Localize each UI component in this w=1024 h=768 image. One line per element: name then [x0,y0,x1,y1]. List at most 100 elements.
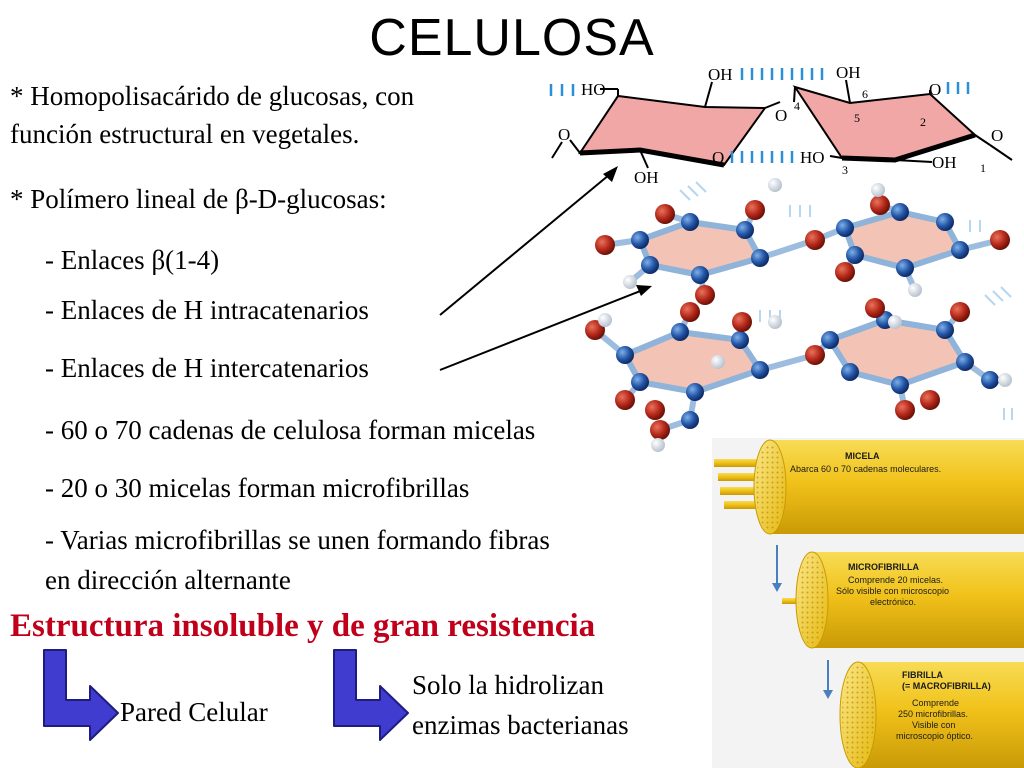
carbon-atom [891,203,909,221]
fibrilla-subtitle: (= MACROFIBRILLA) [902,681,991,691]
carbon-atom [951,241,969,259]
carbon-atom [846,246,864,264]
carbon-atom [641,256,659,274]
hydrogen-atom [768,315,782,329]
carbon-atom [751,361,769,379]
carbon-number-1: 1 [980,161,986,175]
hydrogen-atom [998,373,1012,387]
carbon-atom [821,331,839,349]
sub-item-micelas: - 60 o 70 cadenas de celulosa forman mic… [45,415,536,445]
carbon-atom [736,221,754,239]
oxygen-atom [645,400,665,420]
bent-arrow-right [333,649,409,741]
sub-item-inter-h: - Enlaces de H intercatenarios [45,353,369,383]
outcome-hydrolysis-line-1: Solo la hidrolizan [412,670,604,700]
label-oh-top-left: OH [708,65,733,84]
carbon-atom [681,213,699,231]
oxygen-atom [650,420,670,440]
microfibrilla-title: MICROFIBRILLA [848,562,919,572]
carbon-number-2: 2 [920,115,926,129]
arrow-inter-h [439,287,649,371]
microfibrilla-desc-3: electrónico. [870,597,916,607]
hydrogen-atom [623,275,637,289]
carbon-atom [836,219,854,237]
arrow-intra-h [439,169,616,316]
carbon-atom [841,363,859,381]
hydrogen-atom [908,283,922,297]
label-oh-bottom-left: OH [634,168,659,187]
oxygen-atom [990,230,1010,250]
fibrilla-desc-1: Comprende [912,698,959,708]
carbon-atom [981,371,999,389]
hydrogen-atom [598,313,612,327]
label-o-far-right: O [991,126,1003,145]
carbon-atom [631,373,649,391]
label-ho-bottom: HO [800,148,825,167]
micela-description: Abarca 60 o 70 cadenas moleculares. [790,464,941,474]
hydrogen-atom [711,355,725,369]
fibrilla-cylinder [839,661,1024,768]
label-ho-left: HO [581,80,606,99]
carbon-number-3: 3 [842,163,848,177]
oxygen-atom [732,312,752,332]
oxygen-atom [805,345,825,365]
carbon-number-4: 4 [794,99,800,113]
carbon-atom [671,323,689,341]
oxygen-atom [745,200,765,220]
oxygen-atom [615,390,635,410]
oxygen-atom [950,302,970,322]
hydrogen-atom [768,178,782,192]
model-hbond-dashes [679,181,1013,420]
microfibrilla-cylinder [782,551,1024,649]
sub-item-microfibrillas: - 20 o 30 micelas forman microfibrillas [45,473,470,503]
bullet-1-line-2: función estructural en vegetales. [10,119,360,149]
fibrilla-desc-2: 250 microfibrillas. [898,709,968,719]
carbon-atom [936,321,954,339]
sub-item-bonds: - Enlaces β(1-4) [45,245,220,275]
slide-title: CELULOSA [369,9,655,67]
carbon-number-5: 5 [854,111,860,125]
oxygen-atom [680,302,700,322]
carbon-atom [896,259,914,277]
hydrogen-atom [651,438,665,452]
carbon-atom [691,266,709,284]
carbon-atom [936,213,954,231]
oxygen-atom [920,390,940,410]
label-o-far-left: O [558,125,570,144]
fibrilla-title: FIBRILLA [902,670,943,680]
carbon-atom [686,383,704,401]
carbon-atom [751,249,769,267]
carbon-atom [616,346,634,364]
arrow-intra-h-head [603,166,618,182]
model-atoms [585,178,1012,452]
carbon-number-6: 6 [862,87,868,101]
micela-cylinder [714,439,1024,535]
fibrilla-desc-3: Visible con [912,720,955,730]
label-o-ring-left: O [712,148,724,167]
sub-item-fibras-line-1: - Varias microfibrillas se unen formando… [45,525,550,555]
sub-item-intra-h: - Enlaces de H intracatenarios [45,295,369,325]
oxygen-atom [655,204,675,224]
oxygen-atom [895,400,915,420]
outcome-pared-celular: Pared Celular [120,697,268,727]
oxygen-atom [870,195,890,215]
ball-and-stick-model [585,178,1013,452]
oxygen-atom [835,262,855,282]
hydrogen-bond-dashes [549,68,970,163]
label-oh-bottom-right: OH [932,153,957,172]
arrow-inter-h-head [636,285,652,296]
fiber-hierarchy-figure: MICELA Abarca 60 o 70 cadenas moleculare… [712,438,1024,768]
bullet-1-line-1: * Homopolisacárido de glucosas, con [10,81,415,111]
carbon-atom [631,231,649,249]
outcome-hydrolysis-line-2: enzimas bacterianas [412,710,629,740]
carbon-atom [956,353,974,371]
oxygen-atom [595,235,615,255]
microfibrilla-desc-1: Comprende 20 micelas. [848,575,943,585]
micela-title: MICELA [845,451,880,461]
bullet-2: * Polímero lineal de β-D-glucosas: [10,184,387,214]
label-o-bridge: O [775,106,787,125]
oxygen-atom [805,230,825,250]
carbon-atom [681,411,699,429]
conclusion-heading: Estructura insoluble y de gran resistenc… [10,608,596,644]
label-oh-top-right: OH [836,63,861,82]
